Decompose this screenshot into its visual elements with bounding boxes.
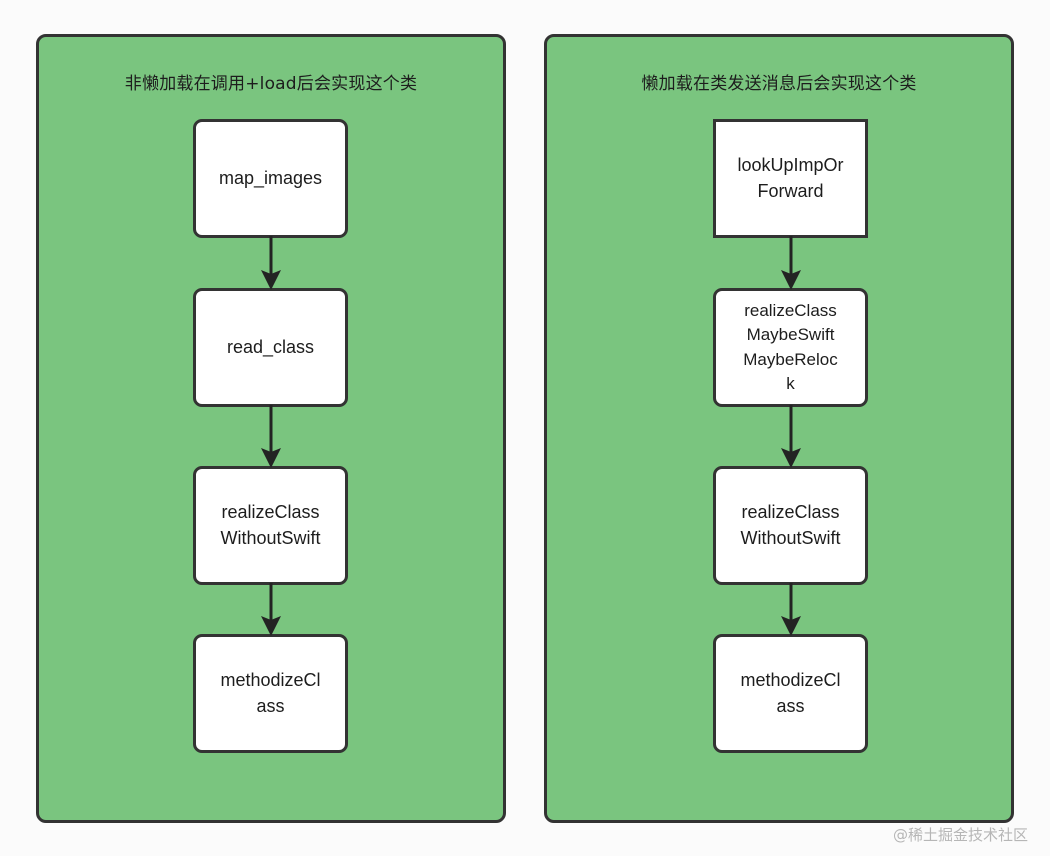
- node-read-class[interactable]: read_class: [193, 288, 348, 407]
- node-realize-class-maybe-swift-maybe-relock[interactable]: realizeClass MaybeSwift MaybeReloc k: [713, 288, 868, 407]
- node-realize-class-without-swift[interactable]: realizeClass WithoutSwift: [193, 466, 348, 585]
- subgraph-title-non-lazy-load: 非懒加载在调用+load后会实现这个类: [124, 74, 418, 94]
- edge-read-class-to-realize-class-without-swift: [261, 405, 281, 468]
- node-label: read_class: [226, 336, 315, 357]
- edge-map-images-to-read-class: [261, 236, 281, 290]
- node-label: methodizeCl ass: [740, 669, 841, 716]
- node-label: realizeClass WithoutSwift: [220, 501, 321, 548]
- edge-realize-class-maybe-swift-to-realize-class-without-swift: [781, 405, 801, 468]
- edge-realize-class-without-swift-to-methodize-class: [781, 583, 801, 636]
- node-label: lookUpImpOr Forward: [737, 154, 844, 201]
- subgraph-title-lazy-load: 懒加载在类发送消息后会实现这个类: [641, 74, 917, 94]
- node-label: realizeClass WithoutSwift: [740, 501, 841, 548]
- node-methodize-class[interactable]: methodizeCl ass: [713, 634, 868, 753]
- node-methodize-class[interactable]: methodizeCl ass: [193, 634, 348, 753]
- node-label: map_images: [218, 167, 323, 188]
- node-realize-class-without-swift[interactable]: realizeClass WithoutSwift: [713, 466, 868, 585]
- node-label: methodizeCl ass: [220, 669, 321, 716]
- node-label: realizeClass MaybeSwift MaybeReloc k: [743, 301, 838, 393]
- node-lookup-imp-or-forward[interactable]: lookUpImpOr Forward: [713, 119, 868, 238]
- watermark: @稀土掘金技术社区: [892, 826, 1028, 844]
- edge-lookup-imp-or-forward-to-realize-class-maybe-swift: [781, 236, 801, 290]
- edge-realize-class-without-swift-to-methodize-class: [261, 583, 281, 636]
- node-map-images[interactable]: map_images: [193, 119, 348, 238]
